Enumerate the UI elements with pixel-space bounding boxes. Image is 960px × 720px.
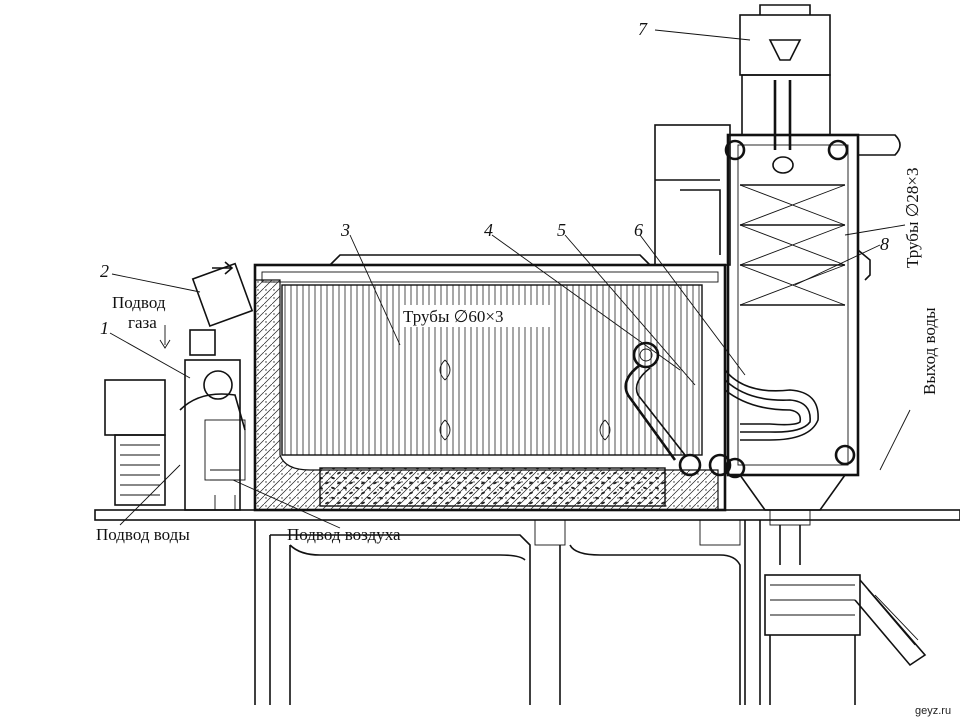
water-inlet-label: Подвод воды [96, 525, 190, 544]
label-5: 5 [557, 220, 566, 240]
watermark: geyz.ru [915, 705, 951, 717]
label-2: 2 [100, 261, 109, 281]
foundation [94, 509, 960, 705]
gas-inlet-label-line2: газа [128, 313, 157, 332]
label-4: 4 [484, 220, 493, 240]
furnace-body [253, 254, 732, 512]
water-outlet-label: Выход воды [920, 307, 939, 395]
tubes-small-label: Трубы ∅28×3 [903, 167, 922, 268]
label-3: 3 [340, 220, 350, 240]
label-8: 8 [880, 234, 889, 254]
leader-lines [109, 29, 911, 529]
rear-casing [654, 124, 731, 266]
gas-inlet-label-line1: Подвод [112, 293, 166, 312]
air-inlet-label: Подвод воздуха [287, 525, 401, 544]
label-1: 1 [100, 318, 109, 338]
vertical-shaft [724, 4, 901, 565]
ash-support [764, 574, 927, 705]
label-7: 7 [638, 19, 648, 39]
tubes-label-bg [400, 305, 550, 327]
label-6: 6 [634, 220, 643, 240]
tubes-main-label: Трубы ∅60×3 [403, 307, 504, 326]
